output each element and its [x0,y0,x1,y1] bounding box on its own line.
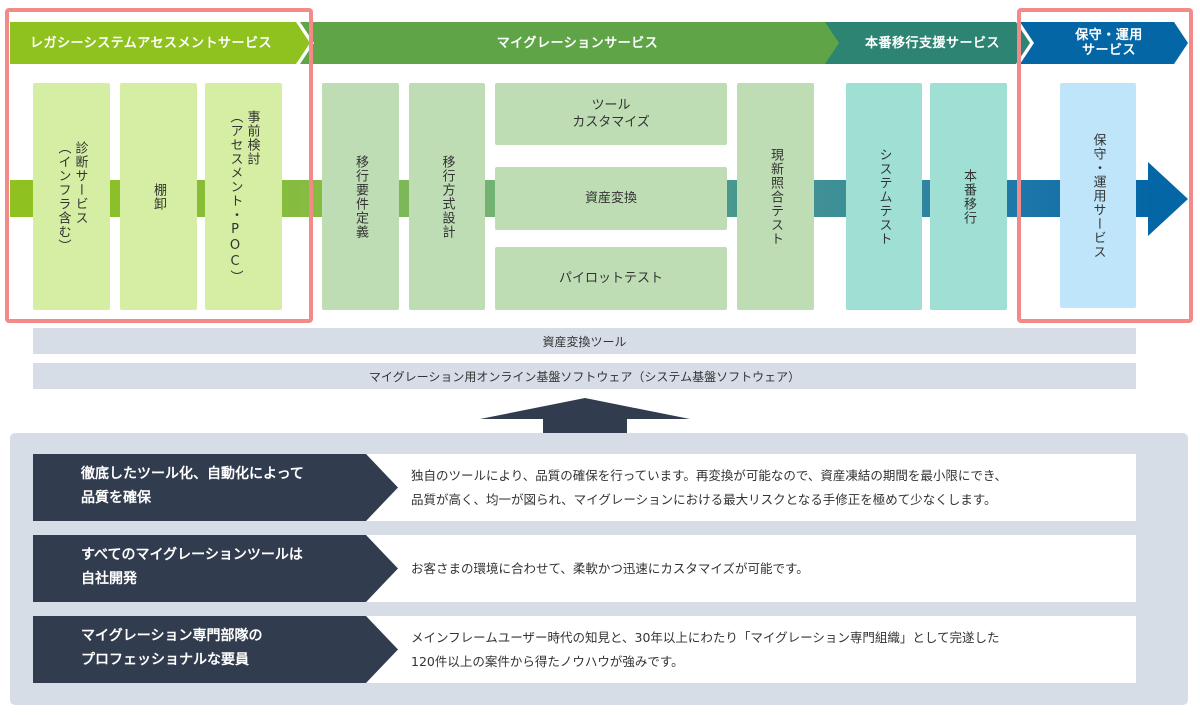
step-label: ツール カスタマイズ [572,98,650,130]
strength-title: マイグレーション専門部隊の プロフェッショナルな要員 [33,616,398,683]
stage-label: レガシーシステムアセスメントサービス [29,35,273,51]
platform-software-label: マイグレーション用オンライン基盤ソフトウェア（システム基盤ソフトウェア） [368,369,801,384]
step-comparison-test: 現新照合テスト [737,83,814,310]
step-label: 現新照合テスト [768,147,783,246]
step-label: 事前検討 （アセスメント・POC） [227,109,260,284]
strength-title: 徹底したツール化、自動化によって 品質を確保 [33,454,398,521]
stage-label-line2: サービス [1081,43,1136,58]
step-label: 本番移行 [961,168,976,225]
step-inventory: 棚卸 [120,83,197,310]
step-system-test: システムテスト [846,83,922,310]
stage-label: 本番移行支援サービス [864,35,1000,51]
stage-maintenance-operation: 保守・運用 サービス [1020,22,1188,64]
step-label: システムテスト [876,147,892,246]
conversion-tool-bar: 資産変換ツール [33,328,1136,354]
step-diagnosis-service: 診断サービス （インフラ含む） [33,83,110,310]
strength-row: 徹底したツール化、自動化によって 品質を確保 独自のツールにより、品質の確保を行… [33,454,1136,521]
step-migration-requirements: 移行要件定義 [322,83,399,310]
stage-label: マイグレーションサービス [496,35,659,51]
stage-migration: マイグレーションサービス [300,22,845,64]
stage-label: 保守・運用 サービス [1075,28,1143,58]
step-tool-customize: ツール カスタマイズ [495,83,727,145]
strength-title: すべてのマイグレーションツールは 自社開発 [33,535,398,602]
step-label: 保守・運用サービス [1090,132,1106,259]
step-pilot-test: パイロットテスト [495,247,727,310]
step-label: 移行要件定義 [353,154,368,239]
step-label: 棚卸 [151,182,166,211]
step-label: 資産変換 [584,191,637,206]
strength-row: マイグレーション専門部隊の プロフェッショナルな要員 メインフレームユーザー時代… [33,616,1136,683]
platform-software-bar: マイグレーション用オンライン基盤ソフトウェア（システム基盤ソフトウェア） [33,363,1136,389]
step-preliminary-study: 事前検討 （アセスメント・POC） [205,83,282,310]
conversion-tool-label: 資産変換ツール [542,334,627,349]
flow-arrowhead-icon [1148,162,1188,236]
step-production-migration: 本番移行 [930,83,1007,310]
step-label: 診断サービス （インフラ含む） [55,140,88,253]
step-migration-design: 移行方式設計 [409,83,485,310]
step-asset-conversion: 資産変換 [495,167,727,230]
step-label: 移行方式設計 [439,154,455,239]
stage-legacy-assessment: レガシーシステムアセスメントサービス [10,22,310,64]
strength-row: すべてのマイグレーションツールは 自社開発 お客さまの環境に合わせて、柔軟かつ迅… [33,535,1136,602]
strength-description: お客さまの環境に合わせて、柔軟かつ迅速にカスタマイズが可能です。 [411,560,809,576]
strength-description: 独自のツールにより、品質の確保を行っています。再変換が可能なので、資産凍結の期間… [411,467,1008,507]
up-arrow-icon [480,398,690,433]
step-maintenance-service: 保守・運用サービス [1060,83,1136,308]
strength-description: メインフレームユーザー時代の知見と、30年以上にわたり「マイグレーション専門組織… [411,629,1000,669]
stage-label-line1: 保守・運用 [1075,28,1143,43]
stage-cutover-support: 本番移行支援サービス [825,22,1030,64]
step-label: パイロットテスト [558,271,663,286]
